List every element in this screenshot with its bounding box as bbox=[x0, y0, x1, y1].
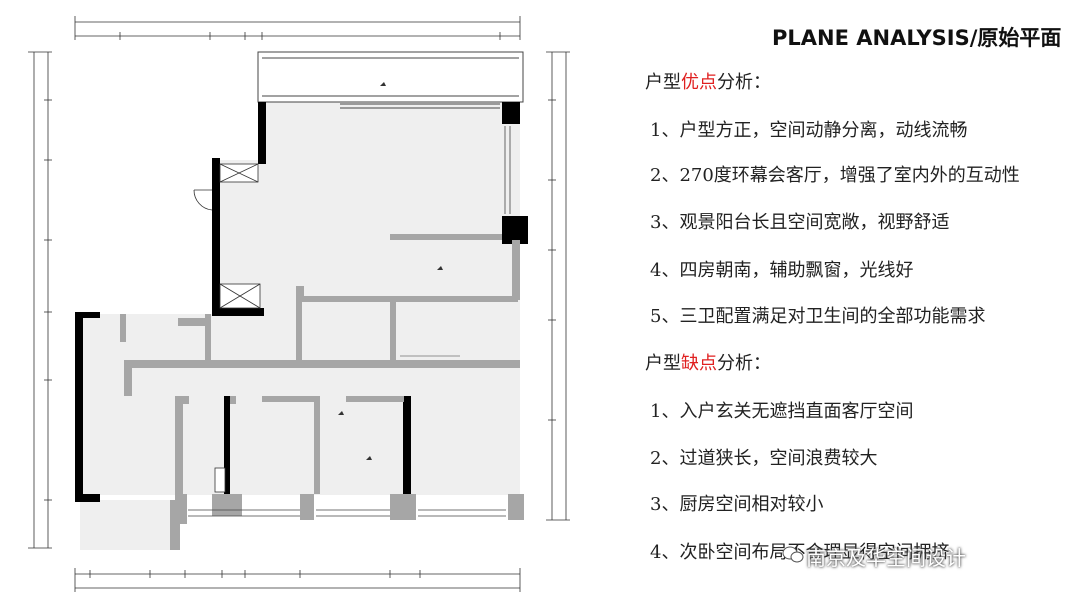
exterior-walls bbox=[75, 102, 528, 502]
left-dimension-lines bbox=[28, 51, 52, 549]
cons-heading-prefix: 户型 bbox=[645, 353, 681, 374]
cons-item: 1、入户玄关无遮挡直面客厅空间 bbox=[650, 401, 914, 422]
interior-partitions bbox=[120, 234, 524, 550]
right-dimension-lines bbox=[546, 51, 570, 521]
pros-item: 3、观景阳台长且空间宽敞，视野舒适 bbox=[650, 212, 950, 233]
plan-annotations bbox=[338, 82, 460, 460]
bottom-windows bbox=[188, 126, 511, 517]
shaft-boxes bbox=[214, 163, 261, 493]
page-title: PLANE ANALYSIS/原始平面 bbox=[772, 26, 1062, 50]
pros-item: 2、270度环幕会客厅，增强了室内外的互动性 bbox=[650, 165, 1020, 186]
cons-item: 2、过道狭长，空间浪费较大 bbox=[650, 448, 878, 469]
pros-item: 4、四房朝南，辅助飘窗，光线好 bbox=[650, 260, 914, 281]
top-balcony bbox=[257, 51, 524, 109]
cons-heading-highlight: 缺点 bbox=[681, 353, 717, 374]
pros-heading-highlight: 优点 bbox=[681, 72, 717, 93]
pros-item: 1、户型方正，空间动静分离，动线流畅 bbox=[650, 120, 968, 141]
floor-plan-drawing bbox=[28, 16, 570, 592]
bottom-dimension-lines bbox=[74, 568, 521, 592]
cons-item: 3、厨房空间相对较小 bbox=[650, 494, 824, 515]
cons-heading-suffix: 分析： bbox=[717, 353, 771, 374]
cons-heading: 户型缺点分析： bbox=[645, 349, 771, 375]
watermark: 南京及华空间设计 bbox=[806, 546, 966, 570]
pros-heading-suffix: 分析： bbox=[717, 72, 771, 93]
pros-heading-prefix: 户型 bbox=[645, 72, 681, 93]
wechat-icon bbox=[782, 546, 804, 563]
pros-item: 5、三卫配置满足对卫生间的全部功能需求 bbox=[650, 306, 986, 327]
entry-door bbox=[193, 189, 213, 211]
top-dimension-lines bbox=[74, 16, 521, 40]
pros-heading: 户型优点分析： bbox=[645, 68, 771, 94]
